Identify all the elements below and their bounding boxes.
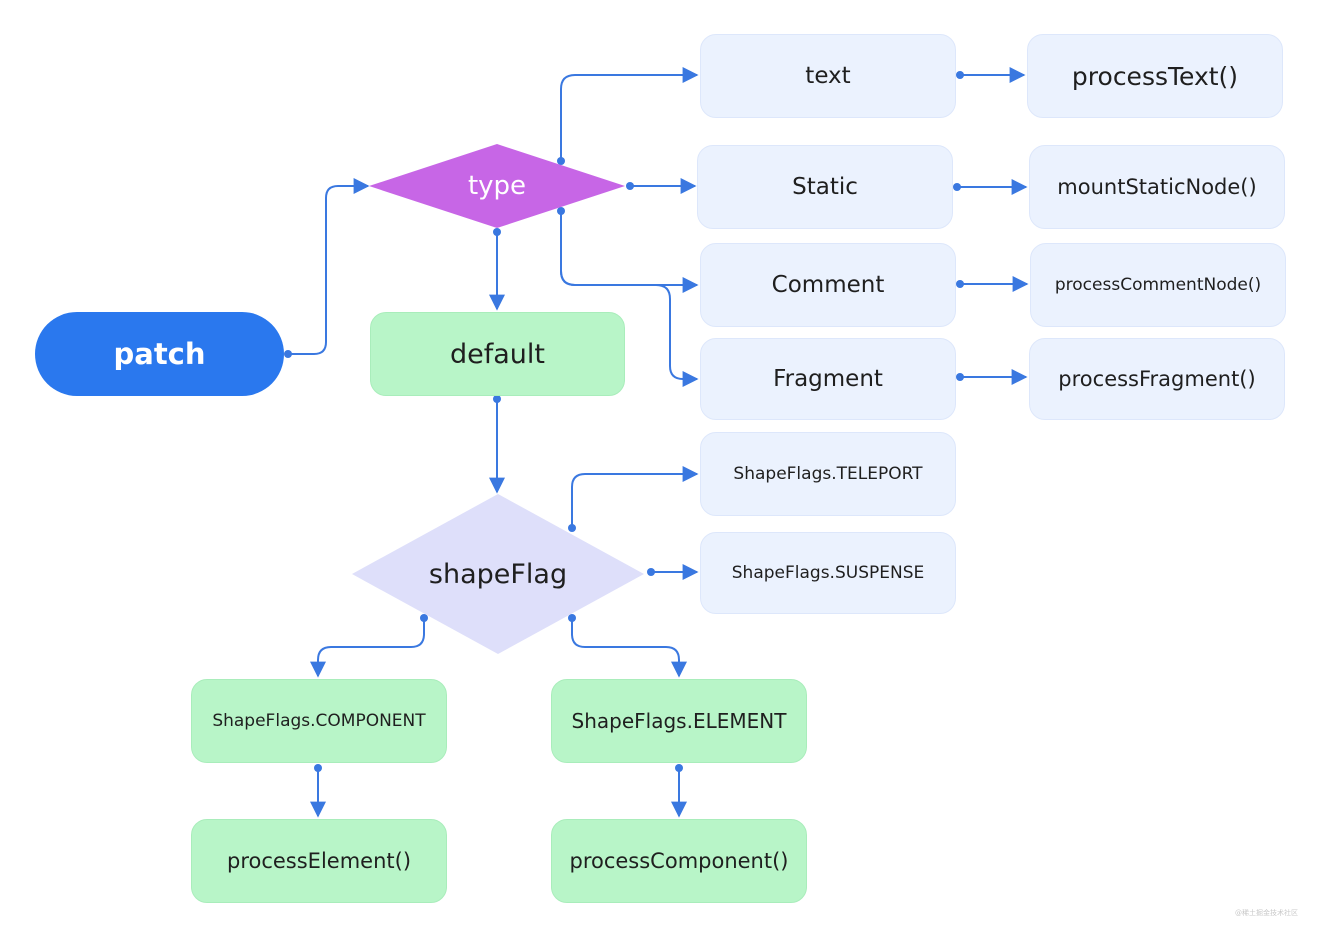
type-diamond-shape	[369, 144, 625, 228]
shapeflag-label: shapeFlag	[428, 558, 568, 590]
teleport-label: ShapeFlags.TELEPORT	[733, 464, 923, 484]
comment-node: Comment	[700, 243, 956, 327]
process-component-node: processComponent()	[551, 819, 807, 903]
edge-patch-type	[288, 178, 370, 355]
process-fragment-node: processFragment()	[1029, 338, 1285, 420]
shapeflag-diamond-shape	[352, 494, 644, 654]
edge-shapeflag-element	[571, 618, 687, 678]
comment-label: Comment	[771, 272, 885, 298]
suspense-label: ShapeFlags.SUSPENSE	[731, 563, 925, 583]
process-element-label: processElement()	[226, 849, 412, 873]
default-label: default	[449, 338, 545, 370]
component-node: ShapeFlags.COMPONENT	[191, 679, 447, 763]
type-decision: type	[369, 144, 625, 228]
mount-static-label: mountStaticNode()	[1057, 175, 1257, 199]
text-label: text	[805, 63, 851, 89]
edge-type-text	[560, 67, 699, 161]
static-node: Static	[697, 145, 953, 229]
patch-node: patch	[35, 312, 284, 396]
type-label: type	[467, 171, 527, 201]
watermark: @稀土掘金技术社区	[1235, 909, 1298, 917]
edge-shapeflag-teleport	[571, 466, 699, 528]
process-comment-label: processCommentNode()	[1054, 275, 1262, 295]
element-label: ShapeFlags.ELEMENT	[571, 709, 787, 733]
teleport-node: ShapeFlags.TELEPORT	[700, 432, 956, 516]
element-node: ShapeFlags.ELEMENT	[551, 679, 807, 763]
process-element-node: processElement()	[191, 819, 447, 903]
shapeflag-decision: shapeFlag	[352, 494, 644, 654]
static-label: Static	[792, 174, 858, 200]
text-node: text	[700, 34, 956, 118]
patch-label: patch	[113, 337, 206, 371]
fragment-node: Fragment	[700, 338, 956, 420]
process-text-node: processText()	[1027, 34, 1283, 118]
process-component-label: processComponent()	[569, 849, 789, 873]
process-comment-node: processCommentNode()	[1030, 243, 1286, 327]
mount-static-node: mountStaticNode()	[1029, 145, 1285, 229]
edge-type-fragment	[560, 211, 699, 387]
component-label: ShapeFlags.COMPONENT	[212, 711, 426, 731]
edge-shapeflag-component	[310, 618, 425, 678]
process-fragment-label: processFragment()	[1058, 367, 1256, 391]
process-text-label: processText()	[1071, 61, 1239, 91]
suspense-node: ShapeFlags.SUSPENSE	[700, 532, 956, 614]
fragment-label: Fragment	[773, 366, 883, 392]
default-node: default	[370, 312, 625, 396]
